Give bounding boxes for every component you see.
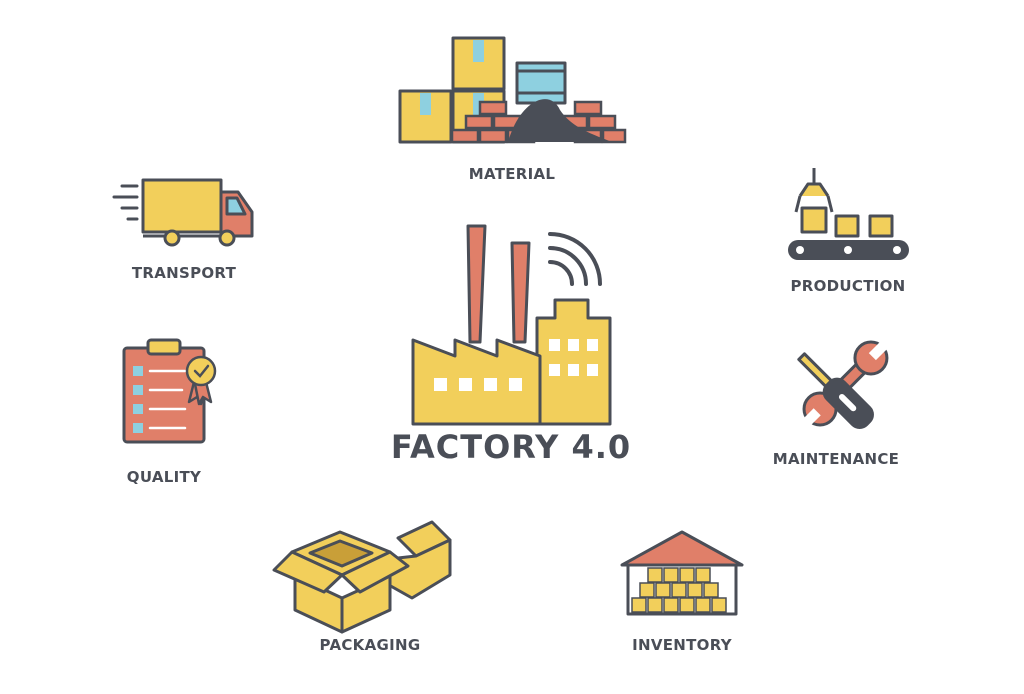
- node-label: INVENTORY: [632, 636, 732, 654]
- node-label: PRODUCTION: [790, 277, 906, 295]
- center-title: FACTORY 4.0: [390, 428, 632, 466]
- node-label: MAINTENANCE: [772, 450, 900, 468]
- node-label: PACKAGING: [319, 636, 421, 654]
- node-label: MATERIAL: [468, 165, 556, 183]
- node-label: TRANSPORT: [131, 264, 237, 282]
- node-label: QUALITY: [126, 468, 202, 486]
